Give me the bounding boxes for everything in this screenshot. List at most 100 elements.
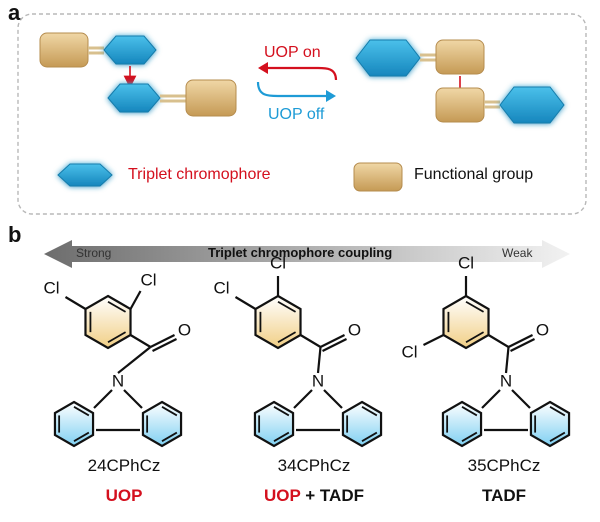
double-bond <box>461 406 478 417</box>
molecule-name: 34CPhCz <box>277 456 351 475</box>
bond <box>316 346 322 374</box>
coupling-gradient-arrow <box>44 240 570 268</box>
uop-off-arrow <box>256 81 328 98</box>
oxygen-atom: O <box>178 320 191 339</box>
carbonyl-bond <box>152 338 178 352</box>
double-bond <box>273 431 290 442</box>
double-bond <box>465 300 485 313</box>
double-bond <box>161 406 178 417</box>
bond <box>129 334 152 348</box>
coupling-title: Triplet chromophore coupling <box>208 245 393 260</box>
double-bond <box>361 406 378 417</box>
chromophore-shape <box>103 35 157 65</box>
bond <box>64 296 87 310</box>
carbonyl-bond <box>322 338 348 352</box>
right-cluster <box>355 39 565 124</box>
coupling-strong-label: Strong <box>76 246 112 260</box>
tag-tadf: TADF <box>481 486 527 505</box>
panel-b-letter: b <box>8 222 22 247</box>
functional-group-shape <box>435 39 485 75</box>
uop-on-label: UOP on <box>264 44 321 61</box>
panel-a-frame <box>17 13 587 215</box>
carbazole-ring-right <box>529 400 571 448</box>
functional-group-shape <box>185 79 237 117</box>
chlorine-atom: Cl <box>43 278 59 297</box>
chromophore-shape <box>107 83 161 113</box>
carbazole-ring-right <box>341 400 383 448</box>
chlorine-atom: Cl <box>458 253 474 272</box>
uop-switch <box>256 62 338 102</box>
double-bond <box>549 431 566 442</box>
phenyl-ring <box>442 294 490 350</box>
carbonyl-bond <box>508 334 534 348</box>
bond <box>481 389 501 409</box>
chlorine-atom: Cl <box>270 253 286 272</box>
carbonyl-bond <box>320 334 346 348</box>
carbonyl-bond <box>510 338 536 352</box>
carbazole-ring-right <box>141 400 183 448</box>
double-bond <box>465 331 485 344</box>
left-cluster <box>39 32 237 117</box>
oxygen-atom: O <box>348 320 361 339</box>
tag-joiner: + <box>300 486 320 505</box>
tag-uop: UOP <box>264 486 301 505</box>
nitrogen-atom: N <box>500 371 512 390</box>
double-bond <box>549 406 566 417</box>
functional-group-shape <box>435 87 485 123</box>
double-bond <box>273 406 290 417</box>
oxygen-atom: O <box>536 320 549 339</box>
carbonyl-bond <box>150 334 176 348</box>
nitrogen-atom: N <box>112 371 124 390</box>
bond <box>299 334 322 348</box>
double-bond <box>107 300 127 313</box>
bond <box>504 346 510 374</box>
bond <box>487 334 510 348</box>
chlorine-atom: Cl <box>213 278 229 297</box>
molecule-tag: UOP <box>64 486 184 506</box>
carbazole-ring-left <box>253 400 295 448</box>
legend-chromophore-label: Triplet chromophore <box>128 166 271 183</box>
chlorine-atom: Cl <box>140 270 156 289</box>
double-bond <box>73 406 90 417</box>
chromophore-shape <box>355 39 421 77</box>
legend-chromophore-icon <box>57 163 113 187</box>
bond <box>234 296 257 310</box>
molecule-name: 24CPhCz <box>87 456 161 475</box>
double-bond <box>73 431 90 442</box>
chlorine-atom: Cl <box>401 342 417 361</box>
molecule-tag: TADF <box>444 486 564 506</box>
coupling-weak-label: Weak <box>502 246 533 260</box>
double-bond <box>461 431 478 442</box>
bond <box>123 389 143 409</box>
tag-uop: UOP <box>105 486 143 505</box>
legend-functional-label: Functional group <box>414 166 534 183</box>
double-bond <box>277 331 297 344</box>
bond <box>93 389 113 409</box>
functional-group-shape <box>39 32 89 68</box>
panel-a-letter: a <box>8 0 21 25</box>
molecule-name: 35CPhCz <box>467 456 541 475</box>
bond <box>129 290 142 310</box>
bond <box>117 346 152 374</box>
legend-functional-icon <box>353 162 403 192</box>
bond <box>323 389 343 409</box>
carbazole-ring-left <box>441 400 483 448</box>
phenyl-ring <box>84 294 132 350</box>
double-bond <box>107 331 127 344</box>
tag-tadf: TADF <box>319 486 364 505</box>
double-bond <box>277 300 297 313</box>
uop-off-label: UOP off <box>268 106 325 123</box>
double-bond <box>361 431 378 442</box>
nitrogen-atom: N <box>312 371 324 390</box>
bond <box>422 334 444 346</box>
bond <box>511 389 531 409</box>
bond <box>293 389 313 409</box>
uop-on-arrow <box>265 66 338 81</box>
carbazole-ring-left <box>53 400 95 448</box>
chromophore-shape <box>499 86 565 124</box>
phenyl-ring <box>254 294 302 350</box>
molecule-tag: UOP + TADF <box>244 486 384 506</box>
